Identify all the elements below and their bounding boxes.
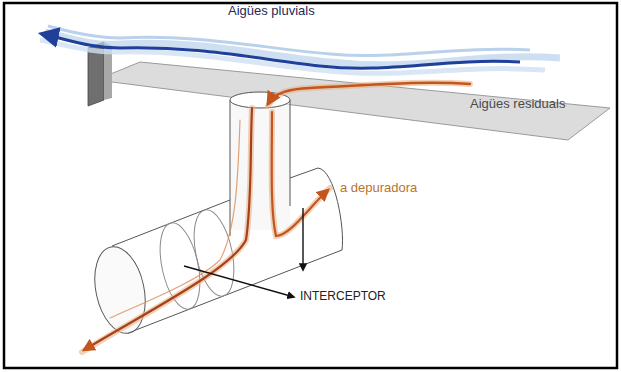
waste-water-label: Aigües residuals <box>470 97 565 112</box>
leader-arrows <box>184 208 303 297</box>
interceptor-pipe <box>87 168 342 338</box>
waste-flow <box>82 83 470 352</box>
frame <box>4 3 617 368</box>
interceptor-label: INTERCEPTOR <box>300 290 386 304</box>
vertical-pipe <box>230 92 290 236</box>
rain-stream <box>40 26 560 73</box>
treatment-plant-label: a depuradora <box>340 181 417 196</box>
rain-water-label: Aigües pluvials <box>228 4 315 19</box>
